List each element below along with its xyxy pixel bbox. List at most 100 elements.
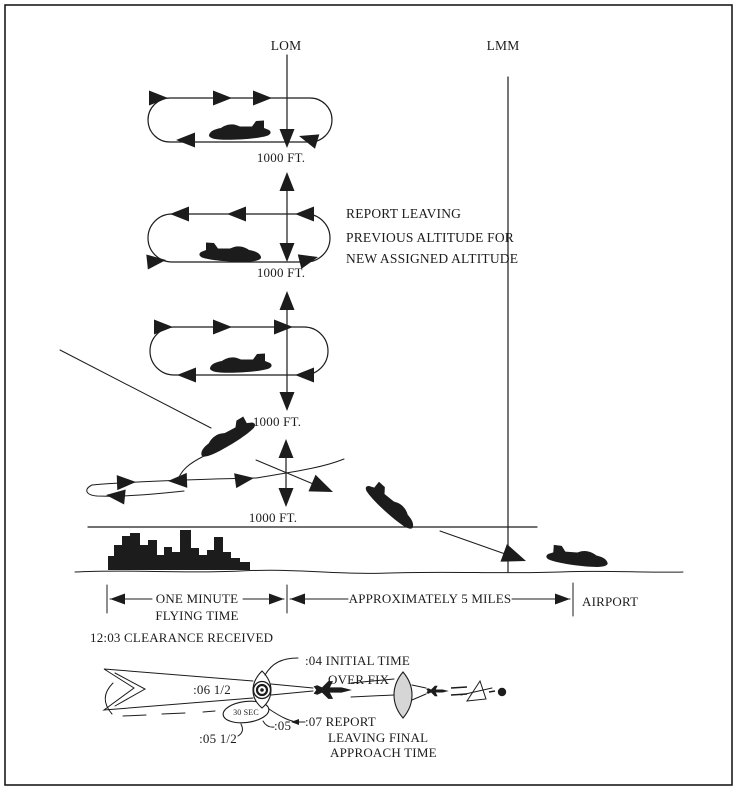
- direction-arrow-icon: [253, 90, 272, 106]
- lom-marker: LOM: [271, 38, 302, 148]
- lom-label: LOM: [271, 38, 302, 53]
- direction-arrow-icon: [146, 252, 167, 270]
- altitude-step-label: 1000 FT.: [257, 150, 305, 165]
- path-line: [350, 678, 395, 684]
- down-arrow-icon: [278, 488, 294, 507]
- direction-arrow-icon: [105, 487, 126, 505]
- up-arrow-icon: [278, 439, 294, 458]
- path-line: [350, 694, 395, 698]
- time-label-04-line1: :04 INITIAL TIME: [305, 653, 410, 668]
- figure-border: [4, 4, 733, 786]
- leader-to-05half: [237, 723, 243, 737]
- down-arrow-icon: [279, 392, 295, 411]
- loop-bottom-line: [86, 484, 185, 497]
- airplane-silhouette: [208, 120, 271, 140]
- vector-arrowhead-icon: [308, 474, 337, 501]
- timing-diagram: :06 1/2 30 SEC :05 :05 1/2: [102, 653, 507, 760]
- airplane-silhouette: [209, 353, 272, 373]
- direction-arrow-icon: [167, 472, 188, 489]
- direction-arrow-icon: [274, 319, 293, 335]
- time-label-05half: :05 1/2: [199, 731, 237, 746]
- thirty-sec-label: 30 SEC: [233, 708, 259, 717]
- report-note: REPORT LEAVING PREVIOUS ALTITUDE FOR NEW…: [346, 206, 518, 266]
- lmm-label: LMM: [487, 38, 520, 53]
- timing-dart-outline: [102, 668, 254, 711]
- fix-bullseye-dot: [260, 688, 264, 692]
- time-label-07-line2: LEAVING FINAL: [328, 730, 428, 745]
- time-label-04-line2: OVER FIX: [328, 672, 390, 687]
- altitude-step-label: 1000 FT.: [249, 510, 297, 525]
- turn-arrow-icon: [296, 128, 320, 149]
- direction-arrow-icon: [170, 206, 189, 222]
- left-arrow-icon: [290, 593, 305, 605]
- final-arrowhead-icon: [500, 544, 530, 570]
- ground-line: [74, 569, 684, 574]
- racetrack-oval: [147, 97, 333, 143]
- inbound-airplane-silhouette: [361, 477, 422, 532]
- one-minute-label-line2: FLYING TIME: [155, 608, 238, 623]
- dashed-track-segment: [122, 714, 147, 717]
- leader-to-04: [264, 657, 299, 676]
- turn-paren-curve: [104, 682, 114, 715]
- up-arrow-icon: [279, 291, 295, 310]
- altitude-arrow-1-2: [279, 172, 295, 262]
- descent-turn-loop: [86, 455, 345, 505]
- direction-arrow-icon: [176, 132, 195, 148]
- time-label-07-line3: APPROACH TIME: [330, 745, 437, 760]
- altitude-step-label: 1000 FT.: [253, 414, 301, 429]
- fix-bullseye-ring: [255, 683, 269, 697]
- path-line: [270, 683, 314, 689]
- left-arrow-icon: [110, 593, 125, 605]
- lmm-marker: LMM: [487, 38, 520, 573]
- altitude-arrow-2-3: [279, 291, 295, 411]
- descent-vector-arrow: [255, 459, 337, 501]
- up-arrow-icon: [279, 172, 295, 191]
- direction-arrow-icon: [227, 206, 246, 222]
- direction-arrow-icon: [177, 367, 196, 383]
- direction-arrow-icon: [295, 206, 314, 222]
- down-arrow-icon: [279, 129, 295, 148]
- dashed-track-segment: [161, 712, 186, 715]
- endpoint-dot: [497, 687, 507, 697]
- holding-pattern-1: 1000 FT.: [147, 90, 333, 165]
- landing-airplane-silhouette: [545, 544, 609, 568]
- leader-arrowhead-icon: [291, 719, 299, 725]
- five-miles-label: APPROXIMATELY 5 MILES: [349, 591, 512, 606]
- leader-to-05: [262, 720, 275, 728]
- altitude-arrow-final: 1000 FT.: [249, 439, 297, 525]
- path-line: [411, 684, 427, 689]
- vector-line: [255, 459, 319, 487]
- report-note-line1: REPORT LEAVING: [346, 206, 461, 221]
- dashed-track-segment: [202, 710, 216, 713]
- report-note-line3: NEW ASSIGNED ALTITUDE: [346, 251, 518, 266]
- clearance-received-label: 12:03 CLEARANCE RECEIVED: [90, 630, 273, 645]
- time-label-06half: :06 1/2: [193, 682, 231, 697]
- jet-icon-small: [426, 685, 449, 697]
- path-line: [270, 690, 314, 696]
- holding-pattern-2: 1000 FT.: [146, 206, 331, 280]
- timing-dart-notch: [114, 672, 147, 707]
- distance-dimension-row: ONE MINUTE FLYING TIME APPROXIMATELY 5 M…: [106, 582, 638, 623]
- racetrack-oval: [149, 326, 329, 376]
- airplane-silhouette: [199, 242, 262, 262]
- time-label-07-line1: :07 REPORT: [305, 714, 376, 729]
- holding-pattern-3: 1000 FT.: [149, 319, 329, 429]
- direction-arrow-icon: [295, 367, 314, 383]
- direction-arrow-icon: [154, 319, 173, 335]
- down-arrow-icon: [279, 243, 295, 262]
- direction-arrow-icon: [213, 319, 232, 335]
- dash-mark: [488, 690, 496, 693]
- direction-arrow-icon: [234, 470, 256, 489]
- descending-airplane-silhouette: [194, 413, 259, 460]
- direction-arrow-icon: [149, 90, 168, 106]
- direction-arrow-icon: [213, 90, 232, 106]
- one-minute-label-line1: ONE MINUTE: [156, 591, 239, 606]
- marker-beacon-lens: [393, 671, 413, 719]
- direction-arrow-icon: [116, 474, 137, 491]
- path-line: [411, 693, 427, 701]
- time-label-05: :05: [274, 718, 291, 733]
- altitude-step-label: 1000 FT.: [257, 265, 305, 280]
- final-approach-line: [439, 530, 509, 556]
